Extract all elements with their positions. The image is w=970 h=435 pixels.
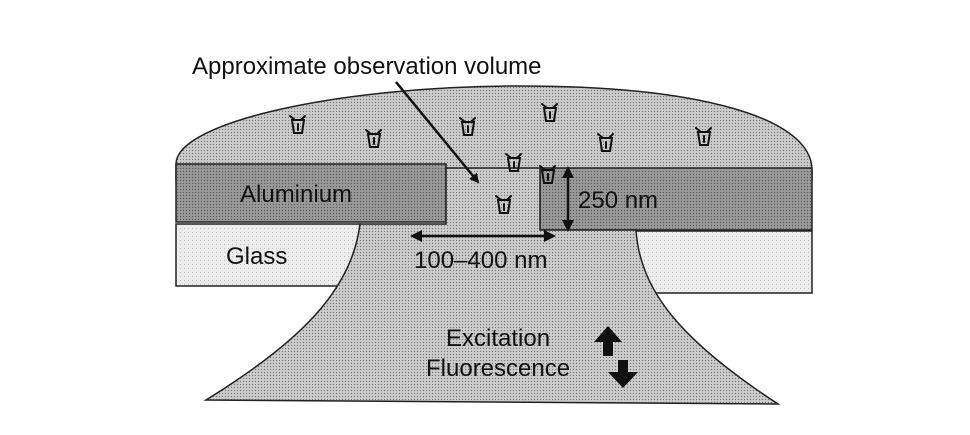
aluminium-layer-left	[175, 163, 447, 223]
fluorescence-label: Fluorescence	[426, 355, 570, 382]
depth-label: 250 nm	[578, 187, 658, 214]
width-label: 100–400 nm	[414, 247, 547, 274]
fluorophore-molecule-icon	[459, 117, 476, 136]
depth-dimension-arrow	[562, 166, 574, 232]
observation-pointer-arrow	[395, 81, 480, 184]
glass-label: Glass	[226, 243, 287, 270]
molecules	[289, 103, 712, 214]
fluorophore-molecule-icon	[289, 115, 306, 134]
fluorophore-molecule-icon	[541, 103, 558, 122]
fluorophore-molecule-icon	[597, 133, 614, 152]
excitation-label: Excitation	[446, 325, 550, 352]
observation-volume-label: Approximate observation volume	[192, 53, 542, 80]
glass-layer-right	[635, 230, 813, 294]
fluorophore-molecule-icon	[505, 153, 522, 172]
fluorophore-molecule-icon	[495, 195, 512, 214]
fluorophore-molecule-icon	[365, 129, 382, 148]
width-dimension-arrow	[410, 230, 556, 242]
excitation-up-arrow-icon	[594, 326, 622, 356]
light-cone	[203, 167, 781, 405]
fluorophore-molecule-icon	[539, 165, 556, 184]
solution-reservoir	[175, 85, 813, 181]
aluminium-label: Aluminium	[240, 181, 352, 208]
glass-layer-left	[175, 223, 361, 287]
fluorophore-molecule-icon	[695, 127, 712, 146]
fluorescence-down-arrow-icon	[608, 360, 638, 388]
